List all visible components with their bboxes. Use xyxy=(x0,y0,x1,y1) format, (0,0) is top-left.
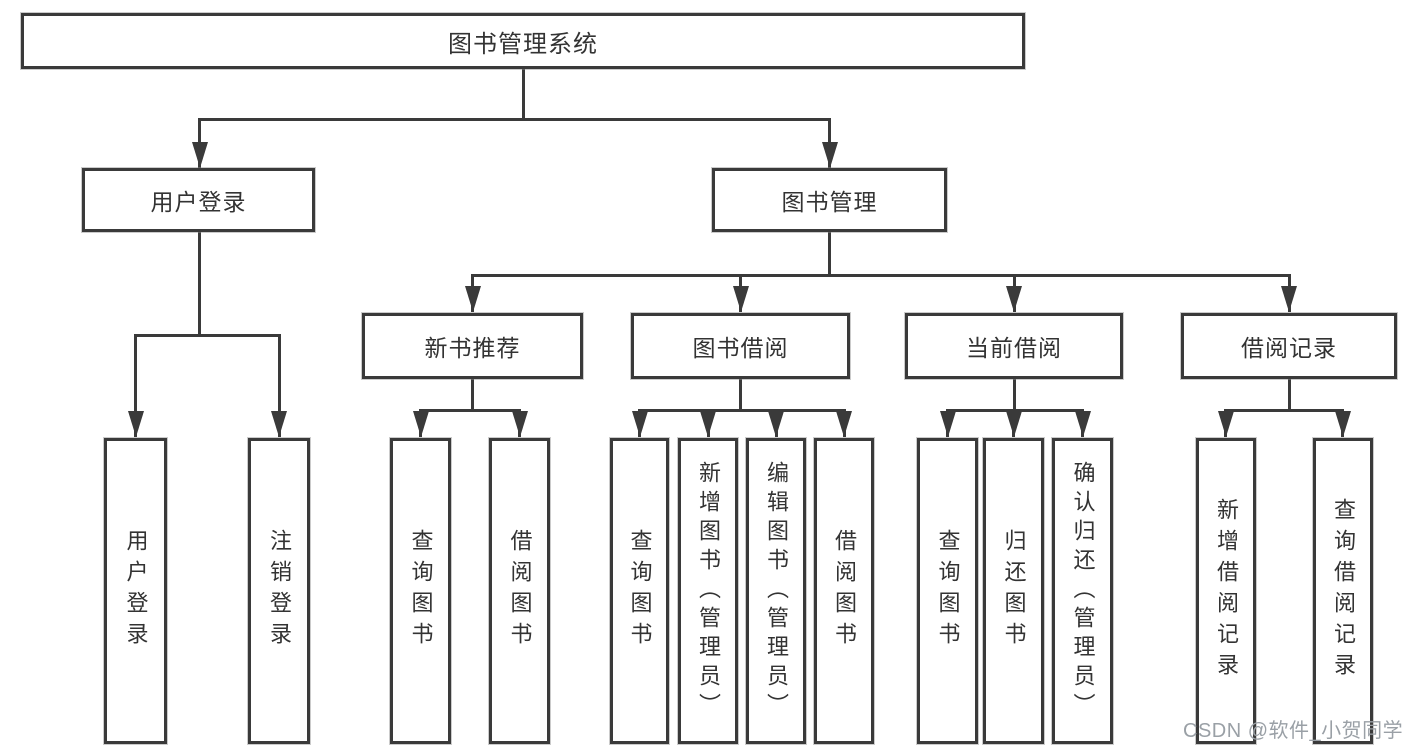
connector-user-login-stub xyxy=(198,232,201,334)
leaf-user-login: 用户登录 xyxy=(104,438,167,744)
node-label: 用户登录 xyxy=(150,189,247,215)
arrowhead-icon xyxy=(1006,411,1022,437)
connector-root-branch xyxy=(198,118,831,121)
leaf-borrow-books: 借阅图书 xyxy=(814,438,874,744)
arrowhead-icon xyxy=(1006,286,1022,312)
node-label: 图书管理 xyxy=(781,189,878,215)
arrowhead-icon xyxy=(822,142,838,168)
leaf-confirm-return-admin: 确认归还（管理员） xyxy=(1052,438,1113,744)
arrowhead-icon xyxy=(465,286,481,312)
arrowhead-icon xyxy=(768,411,784,437)
csdn-watermark: CSDN @软件_小贺同学 xyxy=(1183,720,1404,742)
node-label: 新增图书（管理员） xyxy=(696,460,721,722)
connector-new-book-branch xyxy=(419,409,521,412)
leaf-query-books: 查询图书 xyxy=(610,438,669,744)
leaf-logout: 注销登录 xyxy=(248,438,310,744)
arrowhead-icon xyxy=(700,411,716,437)
arrowhead-icon xyxy=(1335,411,1351,437)
connector-drop-logout-leaf xyxy=(278,334,281,437)
arrowhead-icon xyxy=(940,411,956,437)
connector-book-borrow-branch xyxy=(638,409,845,412)
node-label: 用户登录 xyxy=(123,529,149,653)
arrowhead-icon xyxy=(733,286,749,312)
node-new-book-recommend: 新书推荐 xyxy=(362,313,583,379)
connector-records-stub xyxy=(1288,379,1291,409)
node-label: 查询借阅记录 xyxy=(1331,498,1356,684)
node-label: 查询图书 xyxy=(408,529,434,653)
leaf-query-borrow-record: 查询借阅记录 xyxy=(1313,438,1373,744)
node-label: 确认归还（管理员） xyxy=(1070,460,1096,722)
connector-current-branch xyxy=(946,409,1084,412)
connector-new-book-stub xyxy=(471,379,474,409)
arrowhead-icon xyxy=(836,411,852,437)
arrowhead-icon xyxy=(1218,411,1234,437)
node-label: 编辑图书（管理员） xyxy=(764,460,789,722)
leaf-borrow-books: 借阅图书 xyxy=(489,438,550,744)
node-library-system: 图书管理系统 xyxy=(21,13,1025,69)
node-label: 归还图书 xyxy=(1001,529,1027,653)
leaf-query-books: 查询图书 xyxy=(917,438,978,744)
leaf-return-books: 归还图书 xyxy=(983,438,1044,744)
node-label: 图书管理系统 xyxy=(448,30,598,58)
connector-current-stub xyxy=(1013,379,1016,409)
connector-records-branch xyxy=(1224,409,1343,412)
arrowhead-icon xyxy=(192,142,208,168)
node-label: 新书推荐 xyxy=(424,335,521,361)
node-label: 新增借阅记录 xyxy=(1214,498,1239,684)
node-label: 查询图书 xyxy=(935,529,961,653)
arrowhead-icon xyxy=(128,411,144,437)
node-label: 借阅记录 xyxy=(1241,335,1337,361)
node-borrowing-records: 借阅记录 xyxy=(1181,313,1397,379)
node-label: 查询图书 xyxy=(627,529,653,653)
arrowhead-icon xyxy=(271,411,287,437)
leaf-query-books: 查询图书 xyxy=(390,438,451,744)
connector-book-mgmt-stub xyxy=(828,232,831,274)
arrowhead-icon xyxy=(1075,411,1091,437)
arrowhead-icon xyxy=(512,411,528,437)
node-label: 图书借阅 xyxy=(692,335,789,361)
connector-book-borrow-stub xyxy=(739,379,742,409)
node-label: 借阅图书 xyxy=(832,529,857,653)
leaf-add-books-admin: 新增图书（管理员） xyxy=(678,438,738,744)
leaf-add-borrow-record: 新增借阅记录 xyxy=(1196,438,1256,744)
connector-drop-login-leaf xyxy=(134,334,137,437)
node-label: 注销登录 xyxy=(267,529,292,653)
connector-book-mgmt-branch xyxy=(471,274,1290,277)
arrowhead-icon xyxy=(632,411,648,437)
arrowhead-icon xyxy=(413,411,429,437)
leaf-edit-books-admin: 编辑图书（管理员） xyxy=(746,438,806,744)
node-label: 当前借阅 xyxy=(966,335,1062,361)
connector-user-login-branch xyxy=(134,334,281,337)
node-user-login: 用户登录 xyxy=(82,168,315,232)
node-book-management: 图书管理 xyxy=(712,168,947,232)
arrowhead-icon xyxy=(1281,286,1297,312)
node-label: 借阅图书 xyxy=(507,529,533,653)
node-book-borrowing: 图书借阅 xyxy=(631,313,850,379)
connector-root-stub xyxy=(522,69,525,118)
node-current-borrowing: 当前借阅 xyxy=(905,313,1123,379)
